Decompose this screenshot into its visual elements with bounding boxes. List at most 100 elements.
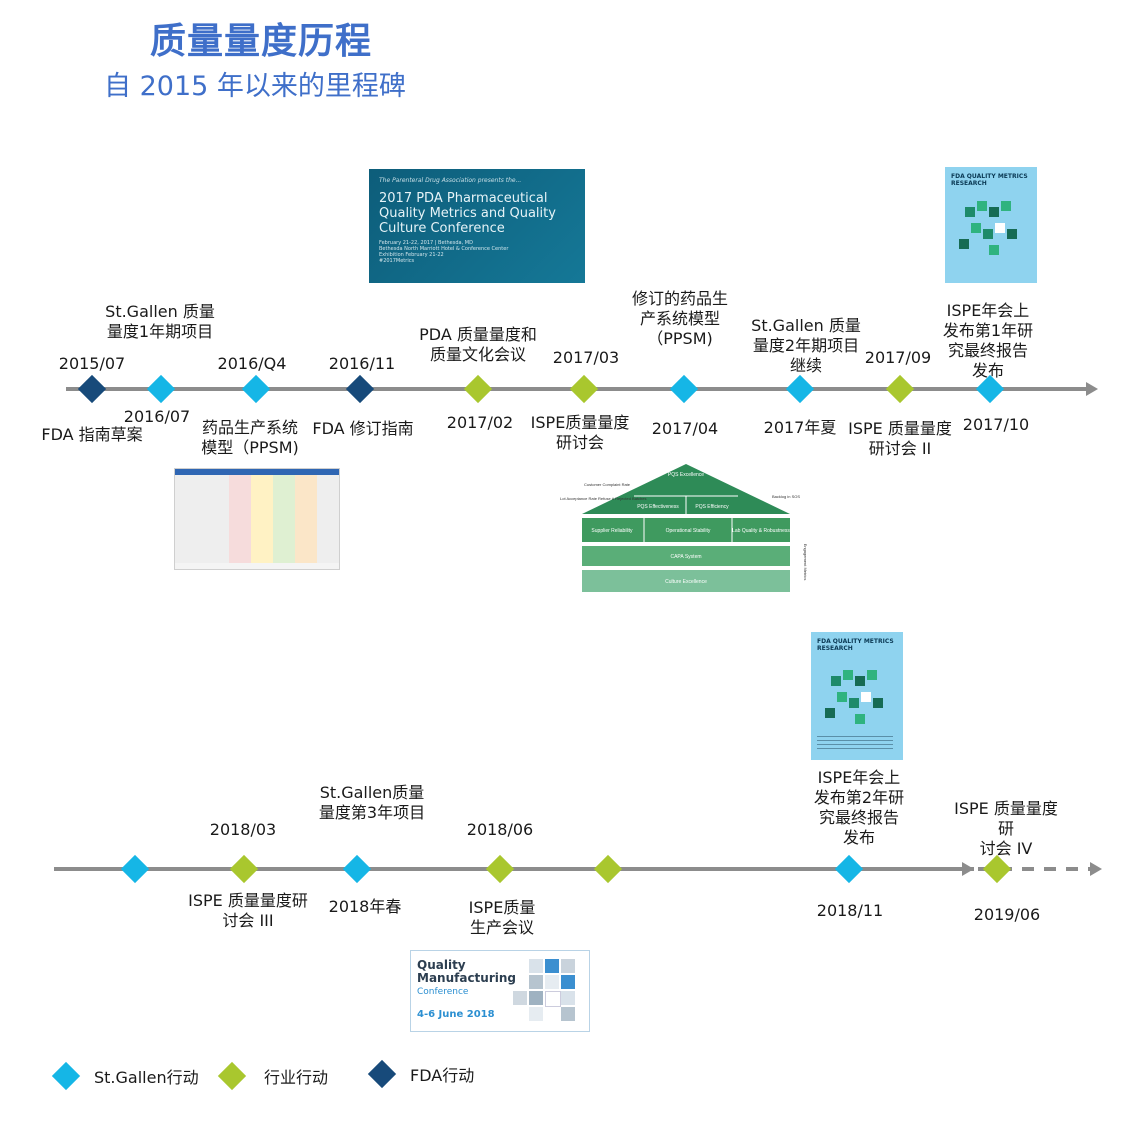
cube-shape [965,207,975,217]
tile-shape [561,959,575,973]
page-title: 质量量度历程 [150,21,373,62]
house-text: Lab Quality & Robustness [732,528,790,534]
milestone-date: 2018/06 [466,820,534,839]
milestone-date: 2015/07 [58,354,126,373]
milestone-event: PDA 质量量度和 质量文化会议 [419,325,537,364]
sheet-column [295,475,317,563]
qmc-conference-thumbnail: Quality Manufacturing Conference 4-6 Jun… [410,950,590,1032]
timeline-arrowhead [962,862,974,876]
milestone-marker [834,854,864,884]
milestone-marker [785,374,815,404]
cube-shape [873,698,883,708]
sheet-header-bar [175,469,339,475]
legend-item-industry: 行业行动 [217,1061,329,1091]
pqs-house-thumbnail: PQS Excellence PQS Effectiveness PQS Eff… [560,464,808,592]
tile-shape [513,991,527,1005]
pda-thumb-title: 2017 PDA Pharmaceutical Quality Metrics … [379,191,556,236]
timeline-dashed-extension [978,867,1090,871]
milestone-date: 2016/11 [328,354,396,373]
sheet-column [317,475,339,563]
cube-shape [849,698,859,708]
report-thumbnail-year1: FDA QUALITY METRICS RESEARCH [945,167,1037,283]
house-note: Lot Acceptance Rate Refuse # Rejected Ba… [560,496,647,501]
milestone-event: ISPE 质量量度研 讨会 III [188,891,308,930]
pda-thumb-kicker: The Parenteral Drug Association presents… [379,177,522,184]
house-text: PQS Effectiveness [637,504,679,510]
milestone-marker [669,374,699,404]
tile-shape [529,991,543,1005]
tile-shape [545,991,561,1007]
report-footer-lines [817,736,893,750]
cube-shape [855,676,865,686]
milestone-marker [229,854,259,884]
milestone-date: 2019/06 [973,905,1041,924]
timeline-arrowhead [1086,382,1098,396]
qmc-thumb-subtitle: Conference [417,987,469,997]
milestone-marker [345,374,375,404]
sheet-body [175,475,339,563]
milestone-marker [485,854,515,884]
house-text: PQS Efficiency [695,504,729,510]
cube-shape [861,692,871,702]
milestone-event: St.Gallen 质量 量度1年期项目 [105,302,215,341]
milestone-event: ISPE 质量量度研 讨会 IV [954,799,1058,858]
milestone-marker [593,854,623,884]
legend-marker [51,1061,81,1091]
milestone-event: St.Gallen 质量 量度2年期项目 继续 [751,316,861,375]
milestone-date: 2017/09 [864,348,932,367]
house-capa-band [582,546,790,566]
legend-marker [367,1059,397,1089]
milestone-marker [120,854,150,884]
house-text: Culture Excellence [665,579,707,585]
milestone-date: 2017/02 [446,413,514,432]
tile-shape [561,1007,575,1021]
house-culture-band [582,570,790,592]
cube-shape [843,670,853,680]
tile-shape [545,975,559,989]
cube-shape [983,229,993,239]
milestone-date: 2017/04 [651,419,719,438]
report-thumb-title: FDA QUALITY METRICS RESEARCH [951,173,1028,187]
milestone-marker [342,854,372,884]
legend-label: St.Gallen行动 [94,1068,199,1087]
cube-shape [959,239,969,249]
milestone-event: ISPE年会上 发布第2年研 究最终报告 发布 [813,768,905,847]
milestone-marker [77,374,107,404]
qmc-thumb-date: 4-6 June 2018 [417,1009,495,1020]
milestone-marker [241,374,271,404]
page-subtitle: 自 2015 年以来的里程碑 [104,71,406,102]
house-text: Supplier Reliability [591,528,633,534]
legend-label: 行业行动 [264,1068,329,1087]
sheet-column [251,475,273,563]
cube-shape [825,708,835,718]
house-roof [582,464,790,514]
milestone-date: 2017年夏 [763,418,837,437]
report-thumbnail-year2: FDA QUALITY METRICS RESEARCH [811,632,903,760]
milestone-event: ISPE 质量量度 研讨会 II [848,419,952,458]
tile-shape [529,975,543,989]
house-pillar-row [582,518,790,542]
milestone-event: ISPE质量 生产会议 [468,898,536,937]
tile-shape [529,959,543,973]
cube-shape [867,670,877,680]
legend-item-st-gallen: St.Gallen行动 [51,1061,199,1091]
tile-shape [561,991,575,1005]
cube-shape [1001,201,1011,211]
milestone-event: ISPE质量量度 研讨会 [530,413,630,452]
cube-shape [989,245,999,255]
milestone-event: FDA 修订指南 [312,419,414,438]
house-note: Customer Complaint Rate [584,482,631,487]
legend-item-fda: FDA行动 [367,1059,474,1089]
sheet-column [175,475,229,563]
milestone-date: 2016/Q4 [217,354,287,373]
milestone-date: 2018年春 [328,897,402,916]
cube-shape [989,207,999,217]
tile-shape [529,1007,543,1021]
milestone-marker [982,854,1012,884]
milestone-event: 药品生产系统 模型（PPSM) [201,418,299,457]
house-text: PQS Excellence [668,472,704,478]
milestone-marker [885,374,915,404]
pda-conference-thumbnail: The Parenteral Drug Association presents… [369,169,585,283]
milestone-date: 2017/10 [962,415,1030,434]
legend-marker [217,1061,247,1091]
